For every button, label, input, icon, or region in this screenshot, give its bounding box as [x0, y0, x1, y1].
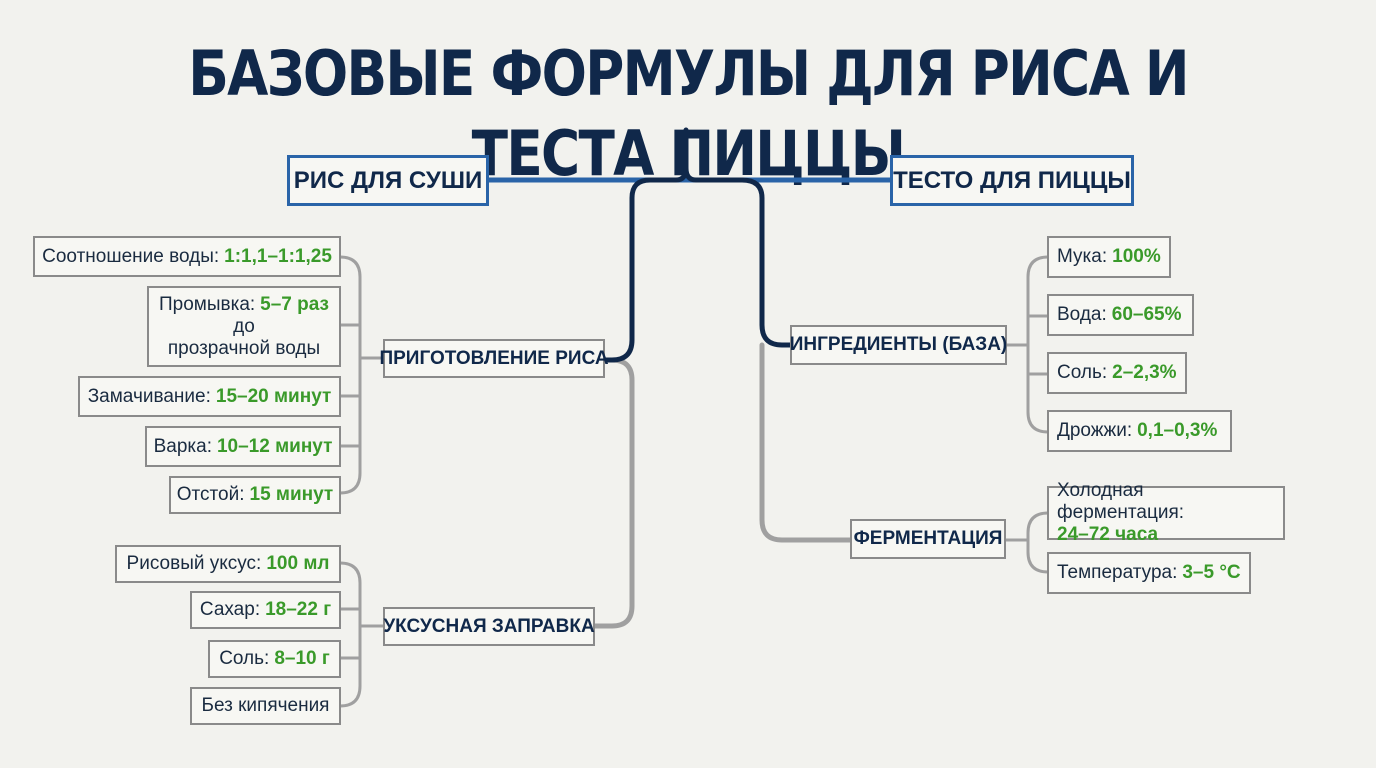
flour-text: Мука: [1057, 246, 1108, 267]
yeast-value: 0,1–0,3% [1137, 420, 1218, 441]
title-stem [601, 127, 689, 363]
ingredients-box: ИНГРЕДИЕНТЫ (БАЗА) [790, 325, 1007, 365]
dough-salt-item: Соль:2–2,3% [1047, 352, 1187, 394]
washing-line3: прозрачной воды [167, 337, 321, 359]
dressing-salt-value: 8–10 г [274, 648, 330, 669]
water-ratio-text: Соотношение воды: [42, 245, 220, 267]
soaking-text: Замачивание: [87, 385, 211, 407]
pizza-stem [683, 165, 793, 348]
water-ratio-value: 1:1,1–1:1,25 [224, 245, 332, 267]
fermentation-trunk [759, 342, 853, 543]
dressing-salt-text: Соль: [219, 648, 270, 669]
dressing-salt-item: Соль:8–10 г [208, 640, 341, 678]
sugar-text: Сахар: [199, 599, 261, 620]
washing-item: Промывка:5–7 раз до прозрачной воды [147, 286, 341, 367]
vinegar-dressing-label: УКСУСНАЯ ЗАПРАВКА [383, 615, 595, 637]
cooking-value: 10–12 минут [216, 435, 333, 457]
dough-salt-value: 2–2,3% [1112, 362, 1177, 383]
water-text: Вода: [1057, 304, 1107, 325]
water-item: Вода:60–65% [1047, 294, 1194, 336]
resting-text: Отстой: [176, 484, 245, 505]
vinegar-dressing-box: УКСУСНАЯ ЗАПРАВКА [383, 607, 595, 646]
sugar-value: 18–22 г [265, 599, 332, 620]
dressing-trunk [592, 357, 635, 629]
washing-line2: до [233, 315, 255, 337]
temperature-value: 3–5 °C [1182, 562, 1241, 583]
rice-vinegar-value: 100 мл [266, 553, 330, 574]
fermentation-box: ФЕРМЕНТАЦИЯ [850, 519, 1006, 559]
soaking-item: Замачивание:15–20 минут [78, 376, 341, 417]
sushi-rice-box: РИС ДЛЯ СУШИ [287, 155, 489, 206]
cold-fermentation-text: Холодная ферментация: [1057, 480, 1185, 523]
prep-bracket [338, 255, 362, 495]
cold-fermentation-item: Холодная ферментация: 24–72 часа [1047, 480, 1285, 545]
temperature-item: Температура:3–5 °C [1047, 552, 1251, 594]
rice-vinegar-item: Рисовый уксус:100 мл [115, 545, 341, 583]
rice-prep-label: ПРИГОТОВЛЕНИЕ РИСА [379, 347, 609, 369]
dressing-bracket [338, 561, 362, 708]
water-value: 60–65% [1111, 304, 1182, 325]
washing-text: Промывка: [158, 293, 256, 315]
dough-salt-text: Соль: [1057, 362, 1108, 383]
rice-prep-box: ПРИГОТОВЛЕНИЕ РИСА [379, 339, 609, 378]
no-boil-item: Без кипячения [190, 687, 341, 725]
yeast-text: Дрожжи: [1057, 420, 1133, 441]
flour-value: 100% [1112, 246, 1161, 267]
no-boil-text: Без кипячения [201, 695, 330, 716]
resting-item: Отстой:15 минут [169, 476, 341, 514]
fermentation-label: ФЕРМЕНТАЦИЯ [853, 528, 1003, 549]
water-ratio-item: Соотношение воды:1:1,1–1:1,25 [33, 236, 341, 277]
cooking-item: Варка:10–12 минут [145, 426, 341, 467]
ingredients-bracket [1026, 255, 1050, 434]
cold-fermentation-value: 24–72 часа [1057, 524, 1159, 545]
resting-value: 15 минут [249, 484, 334, 505]
page-title: БАЗОВЫЕ ФОРМУЛЫ ДЛЯ РИСА И ТЕСТА ПИЦЦЫ [188, 37, 1189, 190]
temperature-text: Температура: [1057, 562, 1178, 583]
sugar-item: Сахар:18–22 г [190, 591, 341, 629]
sushi-rice-label: РИС ДЛЯ СУШИ [293, 166, 483, 194]
flour-item: Мука:100% [1047, 236, 1171, 278]
rice-vinegar-text: Рисовый уксус: [126, 553, 262, 574]
soaking-value: 15–20 минут [215, 385, 332, 407]
cooking-text: Варка: [153, 435, 212, 457]
pizza-dough-label: ТЕСТО ДЛЯ ПИЦЦЫ [893, 166, 1131, 194]
yeast-item: Дрожжи:0,1–0,3% [1047, 410, 1232, 452]
pizza-dough-box: ТЕСТО ДЛЯ ПИЦЦЫ [890, 155, 1134, 206]
fermentation-bracket [1026, 511, 1050, 574]
washing-value: 5–7 раз [260, 293, 330, 315]
ingredients-label: ИНГРЕДИЕНТЫ (БАЗА) [789, 334, 1008, 355]
